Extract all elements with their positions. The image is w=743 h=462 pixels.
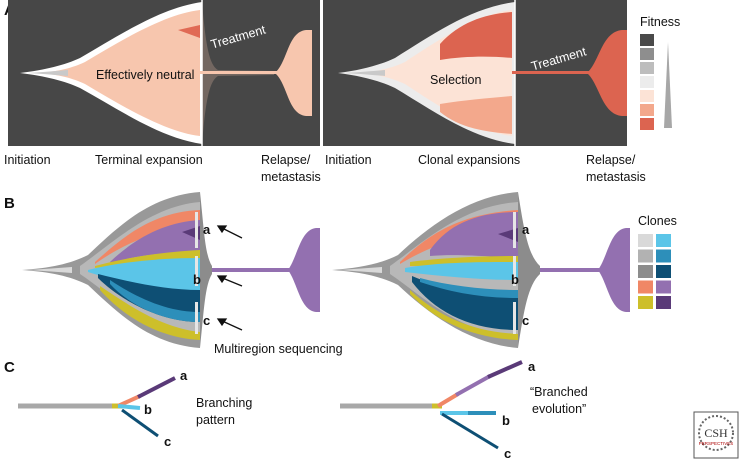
- region-a-label-left: a: [203, 222, 211, 237]
- sample-region-c: [195, 302, 198, 334]
- dominant-purple-right: [430, 212, 518, 258]
- panel-c-label: C: [4, 359, 15, 376]
- fitness-swatch: [640, 34, 654, 46]
- clone-light-blue: [88, 258, 200, 291]
- effectively-neutral-label: Effectively neutral: [96, 68, 194, 82]
- multiregion-sequencing-label: Multiregion sequencing: [214, 342, 343, 356]
- logo-subtext: PERSPECTIVES: [699, 441, 734, 446]
- panel-a-axis-labels: Initiation Terminal expansion Relapse/ m…: [4, 153, 646, 184]
- clone-purple: [110, 220, 200, 264]
- clonal-expansions-label: Clonal expansions: [418, 153, 520, 167]
- relapse-right: [588, 30, 627, 116]
- intermediate-clone-right: [440, 96, 512, 134]
- sample-region-b: [195, 256, 198, 286]
- clone-swatch: [656, 234, 671, 247]
- clone-swatch: [638, 265, 653, 278]
- fit-clone-right: [440, 12, 512, 60]
- relapse-purple-right: [598, 228, 630, 312]
- fitness-swatch: [640, 90, 654, 102]
- fitness-swatch: [640, 48, 654, 60]
- clone-swatch: [656, 296, 671, 309]
- initiation-right: [345, 70, 385, 76]
- residual-clone-right: [512, 71, 590, 74]
- clone-swatch: [656, 249, 671, 263]
- branch-a-label-right: a: [528, 359, 536, 374]
- clones-legend-title: Clones: [638, 214, 677, 228]
- metastasis-label-left: metastasis: [261, 170, 321, 184]
- fitness-legend-title: Fitness: [640, 15, 680, 29]
- region-b-label-right: b: [511, 272, 519, 287]
- clone-orange: [95, 210, 200, 264]
- branched-evolution-title-line2: evolution”: [532, 402, 586, 416]
- branch-a-right: [487, 360, 523, 379]
- region-a-label-right: a: [522, 222, 530, 237]
- region-c-label-right: c: [522, 313, 529, 328]
- resistant-clone-left: [178, 25, 200, 38]
- branch-b-left: [117, 404, 141, 410]
- branching-pattern-title-line1: Branching: [196, 396, 252, 410]
- terminal-expansion-label: Terminal expansion: [95, 153, 203, 167]
- relapse-left: [276, 30, 312, 116]
- sample-region-a: [195, 212, 198, 248]
- relapse-label-right: Relapse/: [586, 153, 636, 167]
- selection-label: Selection: [430, 73, 481, 87]
- csh-perspectives-logo: CSH PERSPECTIVES: [693, 411, 739, 459]
- clone-swatch: [656, 280, 671, 294]
- branch-b-label-left: b: [144, 402, 152, 417]
- panel-b-left-fishplot: a b c Multiregion sequencing: [22, 192, 343, 356]
- region-c-label-left: c: [203, 313, 210, 328]
- region-b-label-left: b: [193, 272, 201, 287]
- relapse-purple-left: [288, 228, 320, 312]
- fitness-swatch: [640, 76, 654, 88]
- branch-a-left: [137, 376, 176, 399]
- branch-b-label-right: b: [502, 413, 510, 428]
- initiation-label-left: Initiation: [4, 153, 51, 167]
- clone-swatch: [638, 234, 653, 247]
- residual-purple-left: [212, 268, 292, 272]
- branching-tree-left: a b c Branching pattern: [18, 368, 252, 449]
- branch-c-label-left: c: [164, 434, 171, 449]
- branch-a-label-left: a: [180, 368, 188, 383]
- clone-swatch: [656, 265, 671, 278]
- branch-c-label-right: c: [504, 446, 511, 461]
- relapse-label-left: Relapse/: [261, 153, 311, 167]
- fitness-gradient-triangle: [664, 42, 672, 128]
- clones-legend: Clones: [638, 214, 677, 309]
- clone-swatch: [638, 249, 653, 263]
- metastasis-label-right: metastasis: [586, 170, 646, 184]
- clone-swatch: [638, 280, 653, 294]
- branched-evolution-title-line1: “Branched: [530, 385, 588, 399]
- fitness-legend: Fitness: [640, 15, 680, 130]
- panel-b-label: B: [4, 195, 15, 212]
- panel-a-left-diagram: Effectively neutral Treatment: [8, 0, 320, 146]
- panel-a-right-diagram: Selection Treatment: [323, 0, 627, 146]
- branching-pattern-title-line2: pattern: [196, 413, 235, 427]
- collapse-left: [200, 192, 212, 348]
- fitness-swatch: [640, 62, 654, 74]
- neutral-clones-left: [40, 10, 200, 136]
- clone-yellow-bottom: [100, 286, 200, 340]
- branch-c-left: [121, 408, 159, 438]
- fitness-swatch: [640, 118, 654, 130]
- branch-c-right: [441, 412, 499, 450]
- logo-text: CSH: [704, 426, 728, 440]
- fitness-swatch: [640, 104, 654, 116]
- initiation-left: [28, 70, 68, 76]
- clone-swatch: [638, 296, 653, 309]
- branching-tree-right: a b c “Branched evolution”: [340, 359, 588, 461]
- initiation-label-right: Initiation: [325, 153, 372, 167]
- panel-b-right-fishplot: a b c: [332, 192, 630, 348]
- residual-clone-left: [200, 71, 280, 74]
